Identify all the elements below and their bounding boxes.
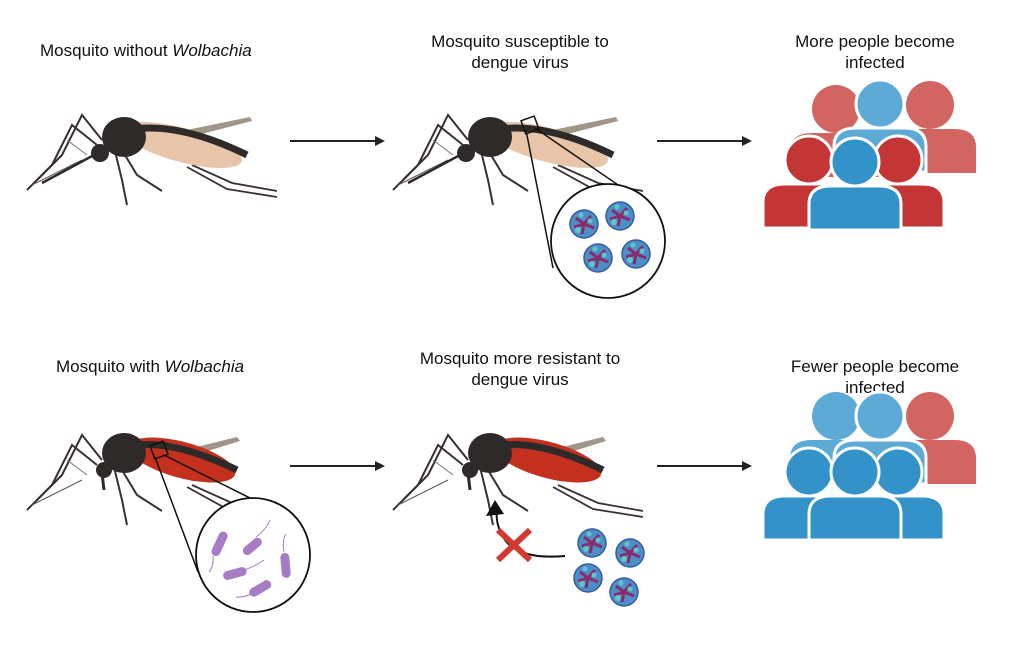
label-line: dengue virus <box>471 370 569 389</box>
label-italic: Wolbachia <box>164 357 245 376</box>
virus-particle <box>620 238 652 270</box>
arrow-head <box>486 500 504 516</box>
blocked-infection <box>486 500 646 608</box>
label-line: dengue virus <box>471 53 569 72</box>
mosquito-with-wolbachia-illustration <box>26 433 278 526</box>
label-italic: Wolbachia <box>172 41 252 60</box>
label-line: infected <box>845 378 905 397</box>
zoom-circle <box>195 497 311 613</box>
blocked-x-icon <box>495 527 533 563</box>
flagellum <box>282 533 287 553</box>
wolbachia-bacterium <box>211 531 228 556</box>
people-group-more-infected <box>761 78 976 232</box>
wolbachia-bacterium <box>280 552 291 578</box>
wolbachia-zoom-inset <box>149 440 311 613</box>
flagellum <box>243 559 265 571</box>
label-mosquito-with-wolbachia: Mosquito with Wolbachia <box>56 356 244 377</box>
virus-particle <box>604 200 636 232</box>
people-group-fewer-infected <box>761 390 976 542</box>
label-text: Mosquito without <box>40 41 173 60</box>
mosquito-resistant-illustration <box>392 433 644 526</box>
label-mosquito-susceptible: Mosquito susceptible to dengue virus <box>410 31 630 73</box>
label-line: More people become <box>795 32 955 51</box>
label-fewer-people-infected: Fewer people become infected <box>775 356 975 398</box>
wolbachia-bacterium <box>242 537 262 556</box>
label-text: Mosquito with <box>56 357 165 376</box>
flagellum <box>235 591 256 598</box>
label-more-people-infected: More people become infected <box>775 31 975 73</box>
zoom-box <box>520 115 540 135</box>
mosquito-susceptible-illustration <box>392 114 644 206</box>
zoom-line <box>154 456 199 573</box>
flagellum <box>208 555 214 573</box>
label-line: infected <box>845 53 905 72</box>
label-line: Mosquito susceptible to <box>431 32 609 51</box>
flagellum <box>255 519 271 538</box>
label-line: Mosquito more resistant to <box>419 349 621 368</box>
zoom-box <box>149 440 169 460</box>
label-mosquito-resistant: Mosquito more resistant to dengue virus <box>408 348 632 390</box>
label-line: Fewer people become <box>790 357 960 376</box>
virus-particle <box>582 242 614 274</box>
label-mosquito-without-wolbachia: Mosquito without Wolbachia <box>40 40 252 61</box>
virus-particle <box>568 208 600 240</box>
zoom-line <box>525 129 554 269</box>
virus-zoom-inset <box>520 115 666 299</box>
mosquito-without-wolbachia-illustration <box>26 114 278 206</box>
virus-particle <box>572 562 604 594</box>
virus-particle <box>614 537 646 569</box>
virus-particle <box>608 576 640 608</box>
zoom-circle <box>550 183 666 299</box>
wolbachia-bacterium <box>223 567 247 580</box>
virus-particle <box>576 527 608 559</box>
